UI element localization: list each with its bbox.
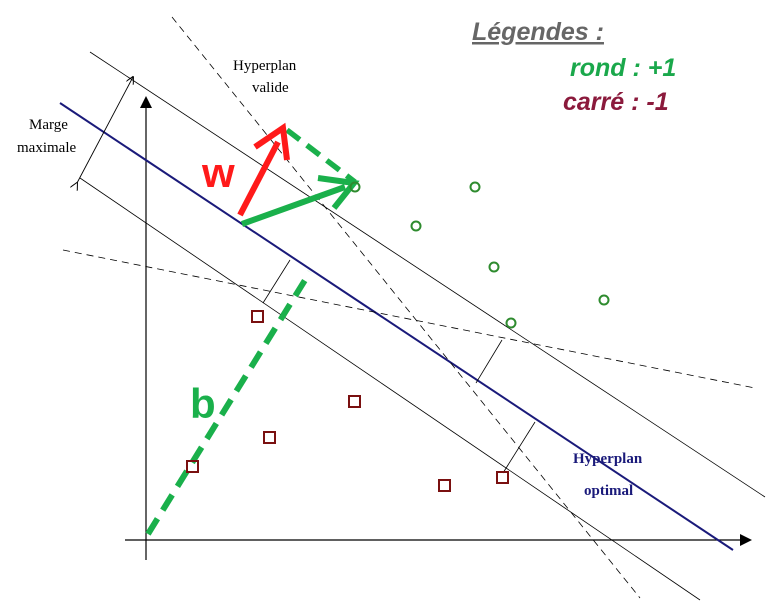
legend-circle-entry: rond : +1 [570, 54, 676, 82]
positive-points [349, 181, 610, 329]
valid-hyperplane-shallow [62, 249, 756, 389]
negative-points [186, 310, 509, 492]
valid-hyperplane-steep [171, 16, 641, 599]
square-point [263, 431, 276, 444]
hyperplan-optimal-label-2: optimal [584, 483, 633, 499]
optimal-hyperplane-line [59, 102, 734, 551]
circle-point [505, 317, 517, 329]
distance-segment-3 [502, 421, 536, 474]
square-point [186, 460, 199, 473]
distance-segment-1 [262, 259, 291, 304]
circle-point [488, 261, 500, 273]
circle-point [469, 181, 481, 193]
distance-segment-2 [475, 339, 503, 384]
b-label: b [190, 380, 216, 427]
b-vector-line [145, 270, 313, 536]
margin-double-arrow [77, 77, 133, 183]
square-point [496, 471, 509, 484]
w-arrowhead [253, 122, 290, 161]
circle-point [349, 181, 361, 193]
margin-line-lower [79, 177, 701, 601]
w-vector-arrow [237, 140, 281, 217]
x-vector-arrow [240, 184, 347, 227]
margin-line-upper [89, 51, 766, 498]
hyperplan-valide-label-1: Hyperplan [233, 58, 297, 74]
hyperplan-optimal-label-1: Hyperplan [573, 451, 643, 467]
legend-title: Légendes : [472, 18, 604, 46]
circle-point [598, 294, 610, 306]
square-point [251, 310, 264, 323]
legend-square-entry: carré : -1 [563, 88, 669, 116]
marge-label-1: Marge [29, 117, 68, 133]
marge-label-2: maximale [17, 140, 76, 156]
w-label: w [201, 149, 235, 196]
square-point [348, 395, 361, 408]
circle-point [410, 220, 422, 232]
w-dashed-top [285, 127, 357, 185]
hyperplan-valide-label-2: valide [252, 80, 289, 96]
square-point [438, 479, 451, 492]
